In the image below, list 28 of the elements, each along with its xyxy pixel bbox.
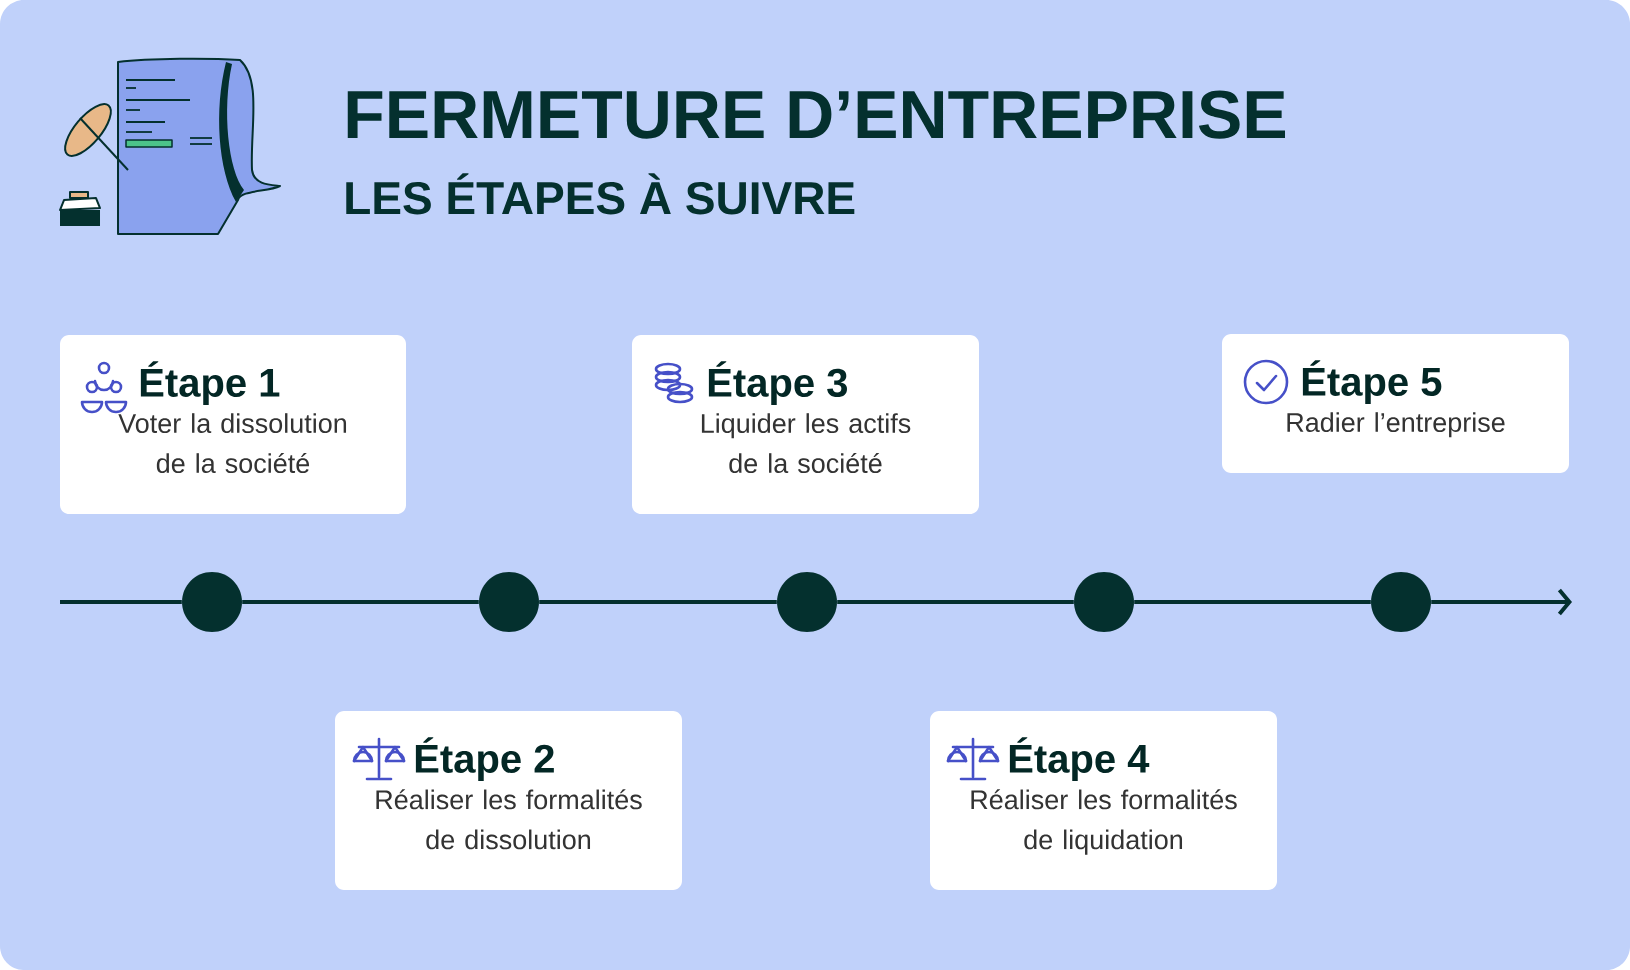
step-heading: Étape 5 (1302, 360, 1442, 404)
step-card (335, 711, 682, 890)
step-card (930, 711, 1277, 890)
step-card (60, 335, 406, 514)
timeline-dot (479, 572, 539, 632)
timeline-line (1431, 588, 1573, 616)
timeline-dot (1074, 572, 1134, 632)
timeline-line (242, 600, 479, 604)
timeline-line (539, 600, 777, 604)
timeline-line (837, 600, 1074, 604)
title: FERMETURE D’ENTREPRISE (347, 90, 1285, 139)
step-heading: Étape 2 (415, 737, 554, 781)
subtitle: LES ÉTAPES À SUIVRE (346, 173, 855, 215)
timeline-dot (182, 572, 242, 632)
step-description: Voter la dissolution de la société (118, 413, 346, 474)
step-card (632, 335, 979, 514)
timeline-dot (777, 572, 837, 632)
step-heading: Étape 1 (140, 361, 280, 405)
step-description: Réaliser les formalités de dissolution (376, 789, 642, 850)
timeline-line (1134, 600, 1371, 604)
step-description: Réaliser les formalités de liquidation (971, 789, 1237, 855)
step-description: Liquider les actifs de la société (701, 413, 911, 474)
step-card (1222, 334, 1569, 473)
step-heading: Étape 4 (1009, 737, 1150, 781)
timeline-line (60, 600, 182, 604)
timeline-dot (1371, 572, 1431, 632)
step-heading: Étape 3 (708, 361, 847, 405)
step-description: Radier l’entreprise (1287, 412, 1505, 438)
